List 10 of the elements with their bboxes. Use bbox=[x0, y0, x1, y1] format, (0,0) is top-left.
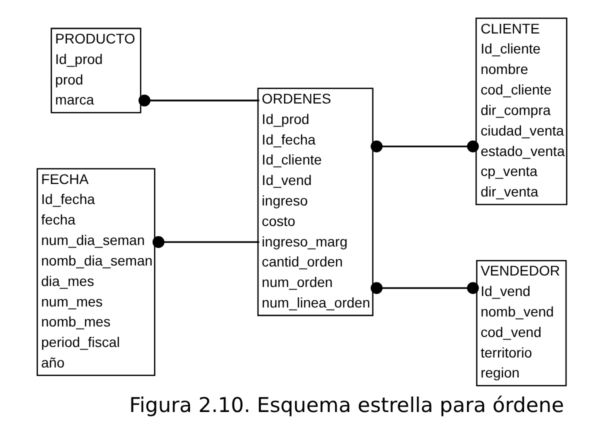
caption: Figura 2.10. Esquema estrella para órdene bbox=[128, 393, 564, 418]
node-box: FECHA Id_fecha fecha num_dia_seman nomb_dia_seman dia_mes num_mes nomb_mes period_fiscal año bbox=[36, 168, 155, 376]
node-box: ORDENES Id_prod Id_fecha Id_cliente Id_vend ingreso costo ingreso_marg cantid_orden num_orden num_linea_orden bbox=[256, 88, 373, 316]
node-box: PRODUCTO Id_prod prod marca bbox=[50, 28, 141, 114]
node-box: VENDEDOR Id_vend nomb_vend cod_vend territorio region bbox=[476, 260, 566, 386]
connector bbox=[138, 94, 259, 106]
node-box: CLIENTE Id_cliente nombre cod_cliente dir_compra ciudad_venta estado_venta cp_venta dir_venta bbox=[474, 18, 567, 206]
connector bbox=[370, 140, 478, 152]
connector bbox=[152, 236, 259, 248]
connector bbox=[370, 282, 478, 294]
